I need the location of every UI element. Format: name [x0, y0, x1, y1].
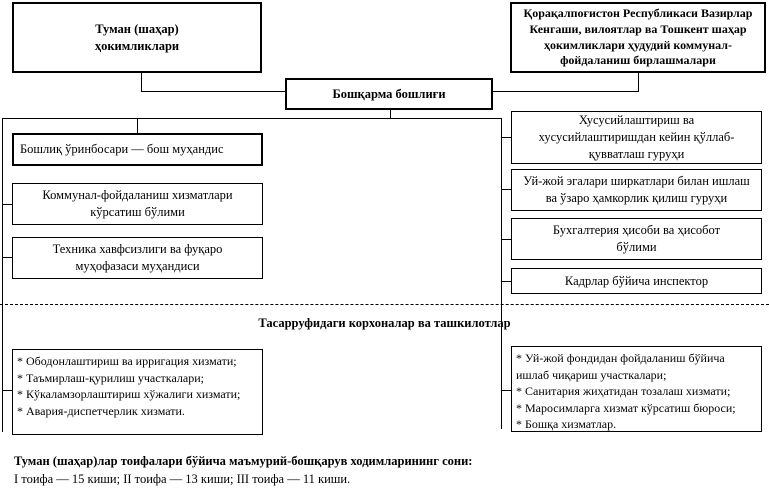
accounting-line-1: Бухгалтерия ҳисоби ва ҳисобот: [552, 223, 721, 238]
connector-right-unit-2: [501, 189, 511, 190]
accounting-line-2: бўлими: [616, 240, 657, 254]
list-item: * Санитария жиҳатидан тозалаш хизмати;: [516, 384, 731, 399]
connector-right-unit-1: [501, 137, 511, 138]
connector-left-spine: [2, 118, 3, 432]
privatization-group-box: Хусусийлаштириш ва хусусийлаштиришдан ке…: [511, 111, 762, 164]
district-administration-line-2: ҳокимликлари: [94, 38, 180, 53]
homeowners-line-1: Уй-жой эгалари ширкатлари билан ишлаш: [523, 174, 750, 189]
communal-services-line-1: Коммунал-фойдаланиш хизматлари: [42, 188, 233, 203]
hr-inspector-box: Кадрлар бўйича инспектор: [511, 268, 762, 294]
privatization-line-2: хусусийлаштиришдан кейин қўллаб-: [538, 130, 735, 145]
department-head-label: Бошқарма бошлиғи: [332, 86, 446, 101]
regional-associations-box: Қорақалпоғистон Республикаси Вазирлар Ке…: [510, 2, 766, 73]
regional-associations-line-3: ҳокимликлари ҳудудий коммунал-: [544, 37, 732, 52]
privatization-line-1: Хусусийлаштириш ва: [578, 113, 695, 128]
connector-right-unit-3: [501, 239, 511, 240]
safety-engineer-line-1: Техника хавфсизлиги ва фуқаро: [52, 242, 223, 257]
connector-left-unit-1: [2, 204, 12, 205]
regional-associations-line-2: Кенгаши, вилоятлар ва Тошкент шаҳар: [529, 21, 747, 36]
homeowners-group-box: Уй-жой эгалари ширкатлари билан ишлаш ва…: [511, 169, 762, 211]
hr-inspector-label: Кадрлар бўйича инспектор: [564, 273, 709, 288]
connector-right-spine: [501, 118, 502, 429]
right-organizations-list: * Уй-жой фондидан фойдаланиш бўйича ишла…: [511, 346, 762, 432]
department-head-box: Бошқарма бошлиғи: [285, 78, 493, 110]
district-administration-line-1: Туман (шаҳар): [95, 21, 179, 36]
connector-left-unit-2: [2, 257, 12, 258]
connector-right-list: [501, 390, 511, 391]
list-item: * Ободонлаштириш ва ирригация хизмати;: [17, 354, 237, 368]
privatization-line-3: қувватлаш гуруҳи: [588, 146, 685, 161]
section-divider: [0, 304, 769, 305]
communal-services-department-box: Коммунал-фойдаланиш хизматлари кўрсатиш …: [12, 183, 263, 225]
connector-left-list: [2, 390, 12, 391]
staff-count-title: Туман (шаҳар)лар тоифалари бўйича маъмур…: [14, 454, 473, 468]
regional-associations-line-4: фойдаланиш бирлашмалари: [560, 53, 716, 68]
list-item: * Маросимларга хизмат кўрсатиш бюроси;: [516, 400, 736, 415]
list-item: * Кўкаламзорлаштириш хўжалиги хизмати;: [17, 387, 241, 402]
homeowners-line-2: ва ўзаро ҳамкорлик қилиш гуруҳи: [545, 191, 728, 205]
deputy-chief-engineer-label: Бошлиқ ўринбосари — бош муҳандис: [20, 142, 224, 157]
connector-right-unit-4: [501, 281, 511, 282]
left-organizations-list: * Ободонлаштириш ва ирригация хизмати; *…: [12, 349, 263, 435]
connector-head-down: [390, 110, 391, 119]
list-item: * Уй-жой фондидан фойдаланиш бўйича ишла…: [516, 351, 725, 382]
list-item: * Таъмирлаш-қурилиш участкалари;: [17, 370, 204, 385]
connector-deputy-up: [137, 118, 138, 133]
list-item: * Авария-диспетчерлик хизмати.: [17, 403, 185, 418]
connector-top-right-down: [638, 73, 639, 92]
subordinate-organizations-title: Тасарруфидаги корхоналар ва ташкилотлар: [258, 316, 511, 330]
list-item: * Бошқа хизматлар.: [516, 417, 617, 432]
safety-engineer-box: Техника хавфсизлиги ва фуқаро муҳофазаси…: [12, 237, 263, 279]
staff-count-note: Туман (шаҳар)лар тоифалари бўйича маъмур…: [14, 453, 472, 489]
connector-top-left-down: [141, 73, 142, 92]
accounting-department-box: Бухгалтерия ҳисоби ва ҳисобот бўлими: [511, 218, 762, 260]
connector-branch-horizontal: [2, 118, 502, 119]
deputy-chief-engineer-box: Бошлиқ ўринбосари — бош муҳандис: [12, 133, 263, 166]
staff-count-text: I тоифа — 15 киши; II тоифа — 13 киши; I…: [14, 471, 351, 486]
safety-engineer-line-2: муҳофазаси муҳандиси: [75, 259, 200, 273]
communal-services-line-2: кўрсатиш бўлими: [90, 205, 185, 219]
district-administration-box: Туман (шаҳар) ҳокимликлари: [12, 2, 262, 73]
regional-associations-line-1: Қорақалпоғистон Республикаси Вазирлар: [523, 6, 753, 21]
